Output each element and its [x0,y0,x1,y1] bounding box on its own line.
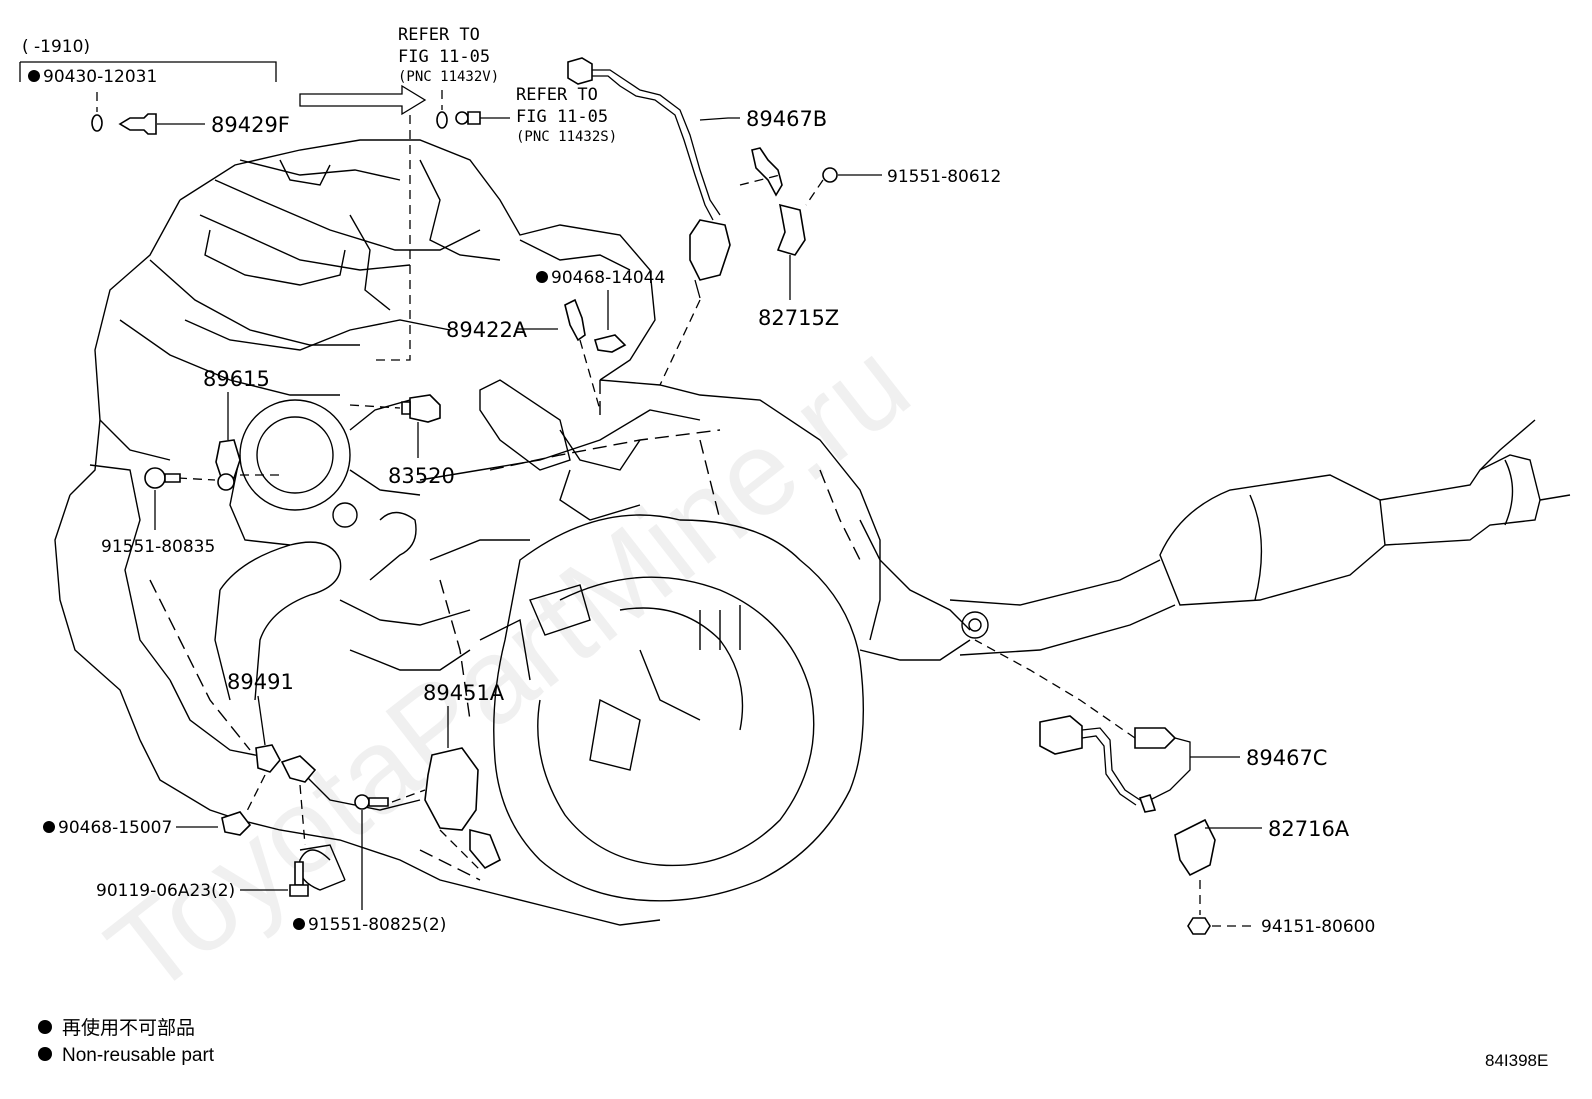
refer-arrow-icon [299,84,427,116]
plug-icon [455,111,469,125]
svg-text:FIG 11-05: FIG 11-05 [516,107,608,127]
knock-sensor-icon [215,439,241,481]
svg-text:89467C: 89467C [1246,746,1327,770]
part-90119-06A23: 90119-06A23(2) [96,861,309,901]
svg-text:89422A: 89422A [446,318,528,342]
non-reusable-dot-icon [293,918,305,930]
header-bracket: ( -1910) 90430-12031 [19,37,277,87]
part-91551-80825: 91551-80825(2) [293,789,446,935]
part-82716A: 82716A [1138,794,1350,915]
bolt-icon [822,167,838,183]
svg-text:89491: 89491 [227,670,294,694]
sensor-icon [118,113,157,135]
engine-assembly [54,139,881,926]
svg-text:90468-15007: 90468-15007 [58,818,172,838]
date-range-label: ( -1910) [22,37,90,57]
non-reusable-dot-icon [43,821,55,833]
svg-text:REFER TO: REFER TO [398,25,480,45]
legend-en: Non-reusable part [62,1045,215,1066]
part-89615: 89615 [177,367,280,491]
part-89467C: 89467C [974,639,1327,806]
svg-text:91551-80825(2): 91551-80825(2) [308,915,446,935]
svg-text:82715Z: 82715Z [758,306,839,330]
gasket-icon [91,114,103,132]
bolt-icon [294,861,304,886]
part-89451A: 89451A [423,681,505,871]
o2-sensor-icon [1134,727,1177,749]
svg-text:REFER TO: REFER TO [516,85,598,105]
non-reusable-dot-icon [38,1047,52,1061]
connector-icon [1039,715,1083,755]
svg-text:89615: 89615 [203,367,270,391]
svg-text:90119-06A23(2): 90119-06A23(2) [96,881,235,901]
bolt-head-icon [144,467,166,489]
svg-text:89429F: 89429F [211,113,290,137]
svg-text:90468-14044: 90468-14044 [551,268,665,288]
part-90468-14044: 90468-14044 [536,268,665,353]
svg-text:(PNC 11432S): (PNC 11432S) [516,129,617,145]
gasket-icon [436,111,448,129]
connector-icon [567,57,593,85]
bracket-icon [776,203,806,256]
sensor-icon [255,744,281,773]
bracket-icon [1174,818,1216,877]
svg-text:82716A: 82716A [1268,817,1350,841]
part-89422A: 89422A [446,298,601,411]
clamp-icon [221,811,252,836]
part-90468-15007: 90468-15007 [43,811,252,838]
exhaust-pipe-assembly [859,419,1571,661]
clip-icon [1138,794,1157,813]
nut-icon [1187,917,1211,935]
part-83520: 83520 [349,394,455,488]
switch-icon [409,394,441,423]
switch-icon [424,747,479,831]
part-82715Z: 82715Z [739,147,839,330]
refer-to-group-b: REFER TO FIG 11-05 (PNC 11432S) [516,85,617,145]
sensor-icon [564,298,586,342]
part-89491: 89491 [227,670,317,846]
part-91551-80835: 91551-80835 [101,467,215,557]
svg-text:91551-80835: 91551-80835 [101,537,215,557]
clip-icon [751,147,783,197]
svg-text:83520: 83520 [388,464,455,488]
o2-sensor-icon [689,219,731,281]
svg-text:(PNC 11432V): (PNC 11432V) [398,69,499,85]
non-reusable-dot-icon [28,70,40,82]
legend: 再使用不可部品 Non-reusable part [38,1017,215,1066]
svg-text:89451A: 89451A [423,681,505,705]
clamp-icon [593,334,627,353]
svg-text:94151-80600: 94151-80600 [1261,917,1375,937]
svg-text:FIG 11-05: FIG 11-05 [398,47,490,67]
watermark: ToyotaPartMine.ru [84,315,934,1020]
part-91551-80612: 91551-80612 [805,167,1001,206]
refer-to-group-a: REFER TO FIG 11-05 (PNC 11432V) [299,25,499,116]
non-reusable-dot-icon [536,271,548,283]
part-89467B: 89467B [567,57,827,386]
legend-jp: 再使用不可部品 [62,1017,195,1039]
part-89429F: 89429F [91,92,290,137]
diagram-code: 84I398E [1485,1051,1548,1070]
bolt-head-icon [354,794,370,810]
svg-text:89467B: 89467B [746,107,827,131]
part-94151-80600: 94151-80600 [1187,917,1375,937]
svg-text:91551-80612: 91551-80612 [887,167,1001,187]
non-reusable-dot-icon [38,1020,52,1034]
part-90430-12031-label: 90430-12031 [43,67,157,87]
part-refer-plug [370,90,510,361]
